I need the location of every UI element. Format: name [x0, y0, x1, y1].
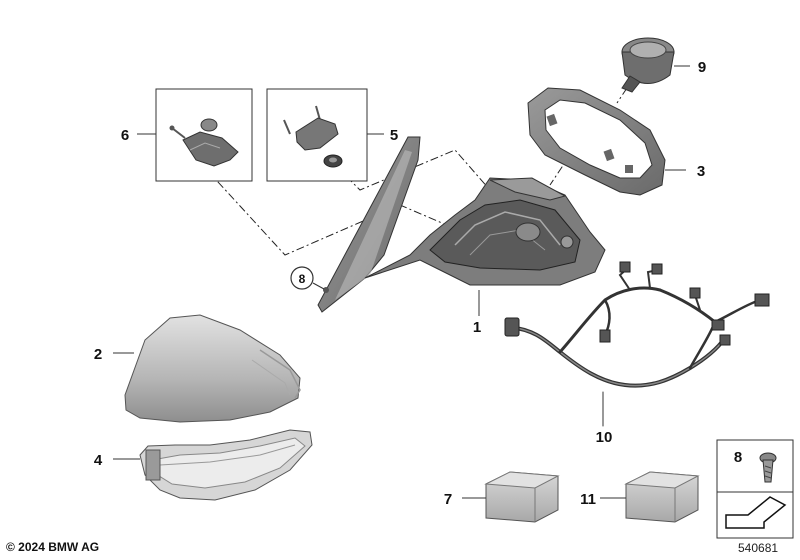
- callout-8: 8: [299, 272, 306, 286]
- part-2-mirror-cap: [113, 314, 301, 423]
- part-3-frame: [527, 87, 686, 196]
- part-10-wiring-harness: [508, 267, 762, 427]
- part-7-kit: [462, 471, 560, 523]
- part-6-actuator: [155, 88, 253, 182]
- callout-8-panel: 8: [734, 449, 742, 466]
- part-4-turn-signal: [113, 429, 313, 501]
- part-8-screw-panel: [716, 439, 794, 493]
- callout-9: 9: [698, 59, 706, 76]
- callout-2: 2: [94, 346, 102, 363]
- callout-6: 6: [121, 127, 129, 144]
- part-11-kit: [600, 471, 700, 523]
- diagram-reference-number: 540681: [738, 541, 779, 555]
- part-8-screw-on-base: [290, 266, 329, 293]
- part-5-bracket-set: [266, 88, 368, 182]
- copyright-notice: © 2024 BMW AG: [6, 540, 100, 554]
- callout-1: 1: [473, 319, 481, 336]
- harness-connectors: [504, 261, 770, 346]
- callout-3: 3: [697, 163, 705, 180]
- callout-4: 4: [94, 452, 103, 469]
- part-9-motor: [621, 37, 690, 93]
- callout-11: 11: [580, 491, 596, 508]
- callout-10: 10: [596, 429, 613, 446]
- arrow-panel: [716, 491, 794, 539]
- part-1-mirror-base: [317, 136, 606, 316]
- callout-7: 7: [444, 491, 452, 508]
- callout-5: 5: [390, 127, 398, 144]
